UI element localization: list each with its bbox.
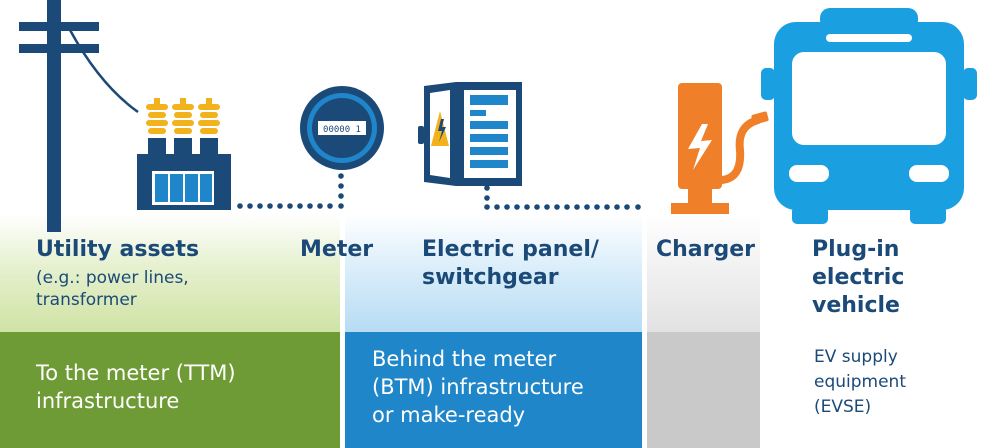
utility-assets-example-line1: (e.g.: power lines, bbox=[36, 268, 189, 288]
evse-band bbox=[647, 332, 760, 448]
vehicle-label-line2: electric bbox=[812, 265, 905, 290]
charger-band-fade bbox=[647, 214, 760, 332]
panel-band-fade bbox=[345, 214, 642, 332]
utility-assets-label: Utility assets bbox=[36, 237, 200, 262]
vehicle-label-line1: Plug-in bbox=[812, 237, 900, 262]
electric-panel-label-line2: switchgear bbox=[422, 265, 559, 290]
meter-icon: 00000 1 bbox=[300, 86, 384, 170]
vehicle-label-line3: vehicle bbox=[812, 293, 900, 318]
utility-assets-example-line2: transformer bbox=[36, 290, 137, 310]
utility-pole-icon bbox=[19, 0, 139, 232]
evse-text-line2: equipment bbox=[814, 372, 906, 392]
electric-panel-icon bbox=[418, 82, 522, 186]
meter-label: Meter bbox=[300, 237, 374, 262]
dotted-connector-middle bbox=[484, 185, 641, 210]
charger-icon bbox=[671, 83, 769, 214]
evse-text-line3: (EVSE) bbox=[814, 397, 872, 417]
ttm-band bbox=[0, 332, 340, 448]
dotted-connector-left bbox=[237, 173, 344, 209]
charger-label: Charger bbox=[656, 237, 756, 262]
evse-text-line1: EV supply bbox=[814, 347, 898, 367]
transformer-icon bbox=[137, 98, 231, 210]
btm-text-line1: Behind the meter bbox=[372, 347, 557, 371]
btm-band bbox=[345, 332, 642, 448]
electric-bus-icon bbox=[761, 8, 977, 224]
utility-assets-band-fade bbox=[0, 214, 340, 332]
btm-text-line3: or make-ready bbox=[372, 403, 526, 427]
ttm-text-line1: To the meter (TTM) bbox=[36, 361, 236, 385]
meter-readout: 00000 1 bbox=[323, 125, 361, 135]
electric-panel-label-line1: Electric panel/ bbox=[422, 237, 599, 262]
ttm-text-line2: infrastructure bbox=[36, 389, 180, 413]
btm-text-line2: (BTM) infrastructure bbox=[372, 375, 584, 399]
